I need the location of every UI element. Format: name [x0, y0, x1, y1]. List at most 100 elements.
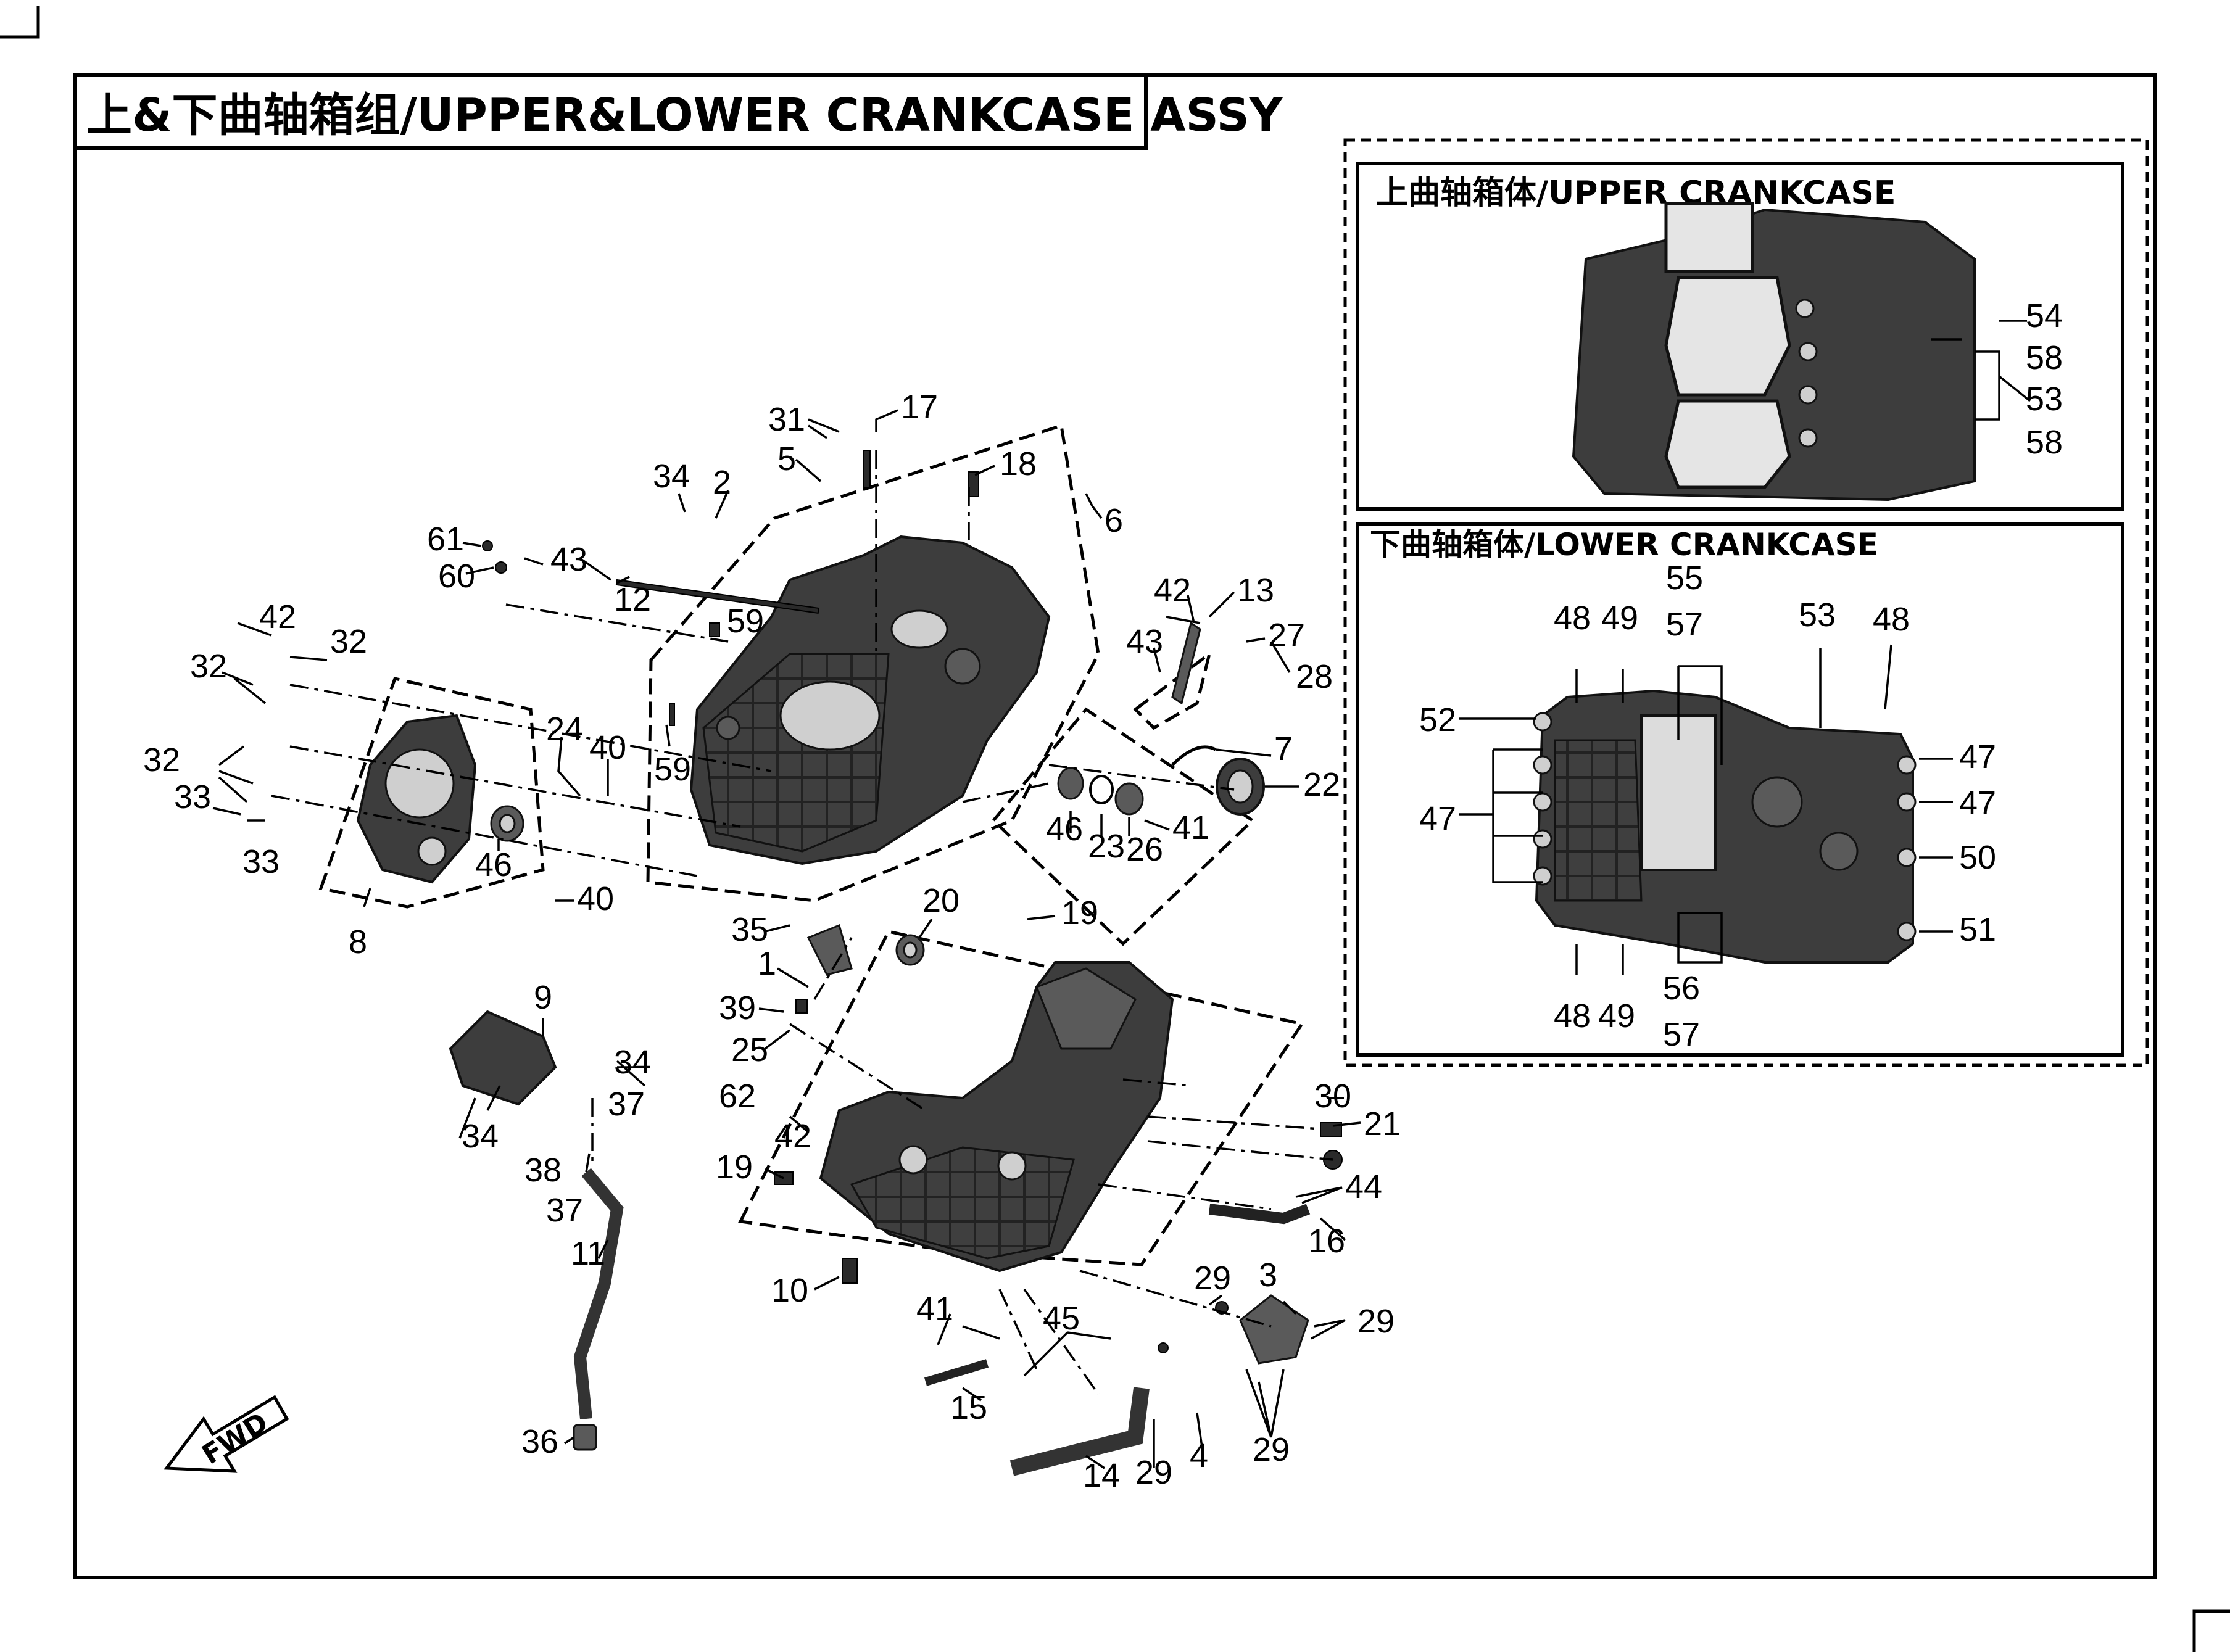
callout-label: 50 [1959, 839, 1996, 876]
callout-label: 59 [727, 603, 764, 640]
callout-label: 53 [1799, 597, 1836, 634]
callout-label: 6 [1105, 502, 1123, 539]
callout-leaders [212, 409, 1361, 1469]
callout-label: 41 [1172, 809, 1209, 846]
callout-label: 29 [1194, 1260, 1231, 1297]
callout-label: 53 [2026, 381, 2063, 418]
callout-label: 55 [1666, 560, 1703, 597]
callout-label: 36 [521, 1423, 558, 1460]
callout-label: 56 [1663, 970, 1700, 1007]
callout-label: 47 [1959, 785, 1996, 822]
callout-label: 57 [1663, 1016, 1700, 1053]
callout-label: 61 [427, 521, 464, 558]
upper-crankcase-inset: 上曲轴箱体/UPPER CRANKCASE 54 58 53 58 [1356, 162, 2124, 511]
callout-label: 34 [462, 1118, 499, 1155]
callout-label: 24 [546, 711, 583, 748]
callout-label: 31 [768, 401, 805, 438]
callout-label: 21 [1364, 1105, 1401, 1142]
callout-label: 15 [950, 1389, 987, 1426]
callout-label: 13 [1237, 572, 1274, 609]
callout-label: 32 [330, 623, 367, 660]
main-callouts: 31 17 5 18 34 2 6 61 43 60 12 42 13 59 4… [143, 389, 1401, 1494]
callout-label: 19 [716, 1149, 753, 1186]
callout-label: 32 [190, 648, 227, 685]
callout-label: 28 [1296, 658, 1333, 695]
lower-crankcase-part [819, 961, 1174, 1273]
callout-label: 5 [777, 440, 796, 477]
upper-inset-title: 上曲轴箱体/UPPER CRANKCASE [1376, 175, 1896, 212]
callout-label: 44 [1345, 1168, 1382, 1205]
lower-inset-title: 下曲轴箱体/LOWER CRANKCASE [1370, 527, 1878, 563]
callout-label: 47 [1419, 800, 1456, 837]
callout-label: 62 [719, 1078, 756, 1115]
callout-label: 8 [349, 923, 367, 960]
upper-crankcase-part [689, 535, 1051, 865]
callout-label: 17 [901, 389, 938, 426]
callout-label: 47 [1959, 738, 1996, 775]
callout-label: 20 [922, 882, 960, 919]
callout-label: 54 [2026, 297, 2063, 334]
diagram-title: 上&下曲轴箱组/UPPER&LOWER CRANKCASE ASSY [86, 89, 1283, 142]
pipe-parts [573, 621, 1311, 1476]
svg-text:FWD: FWD [197, 1406, 274, 1471]
callout-label: 4 [1190, 1437, 1208, 1474]
callout-label: 51 [1959, 911, 1996, 948]
callout-label: 45 [1043, 1300, 1080, 1337]
callout-label: 49 [1601, 600, 1638, 637]
callout-label: 7 [1274, 730, 1293, 767]
title-box: 上&下曲轴箱组/UPPER&LOWER CRANKCASE ASSY [73, 73, 1283, 150]
callout-label: 57 [1666, 606, 1703, 643]
callout-label: 11 [571, 1235, 605, 1272]
callout-label: 10 [771, 1272, 808, 1309]
callout-label: 60 [438, 558, 475, 595]
callout-label: 42 [259, 598, 296, 635]
callout-label: 34 [653, 458, 690, 495]
callout-label: 33 [242, 843, 280, 880]
bracket-parts [449, 923, 1309, 1365]
callout-label: 12 [614, 581, 651, 618]
callout-label: 29 [1357, 1303, 1395, 1340]
callout-label: 48 [1554, 600, 1591, 637]
callout-label: 26 [1126, 831, 1163, 868]
callout-label: 46 [1046, 811, 1083, 848]
callout-label: 46 [475, 846, 512, 883]
callout-label: 27 [1268, 617, 1305, 654]
callout-label: 38 [524, 1152, 562, 1189]
callout-label: 33 [174, 779, 211, 816]
crop-marks [0, 6, 2230, 1652]
assembly-axis-lines [271, 450, 1333, 1395]
callout-label: 58 [2026, 424, 2063, 461]
callout-label: 25 [731, 1031, 768, 1068]
callout-label: 30 [1314, 1078, 1351, 1115]
callout-label: 42 [1154, 572, 1191, 609]
callout-label: 22 [1303, 766, 1340, 803]
fwd-arrow-icon: FWD [164, 1395, 289, 1473]
callout-label: 43 [1126, 623, 1163, 660]
callout-label: 37 [608, 1086, 645, 1123]
callout-label: 1 [758, 945, 776, 982]
lower-crankcase-inset: 下曲轴箱体/LOWER CRANKCASE 48 49 55 57 53 48 … [1356, 522, 2124, 1057]
callout-label: 14 [1083, 1457, 1120, 1494]
callout-label: 39 [719, 989, 756, 1026]
callout-label: 18 [1000, 445, 1037, 482]
callout-label: 58 [2026, 339, 2063, 376]
inset-outline [1343, 138, 2149, 1067]
callout-label: 49 [1598, 997, 1635, 1035]
callout-label: 3 [1259, 1257, 1277, 1294]
seal-parts [895, 745, 1265, 966]
callout-label: 40 [577, 880, 614, 917]
callout-label: 32 [143, 741, 180, 779]
callout-label: 23 [1088, 828, 1125, 865]
callout-label: 9 [534, 979, 552, 1016]
callout-label: 16 [1308, 1223, 1345, 1260]
bolt-parts [482, 450, 1343, 1353]
callout-label: 19 [1061, 894, 1098, 931]
callout-label: 2 [713, 464, 731, 501]
callout-label: 59 [654, 751, 691, 788]
callout-label: 48 [1554, 997, 1591, 1035]
callout-label: 35 [731, 911, 768, 948]
callout-label: 37 [546, 1192, 583, 1229]
callout-label: 52 [1419, 701, 1456, 738]
callout-label: 42 [774, 1118, 811, 1155]
